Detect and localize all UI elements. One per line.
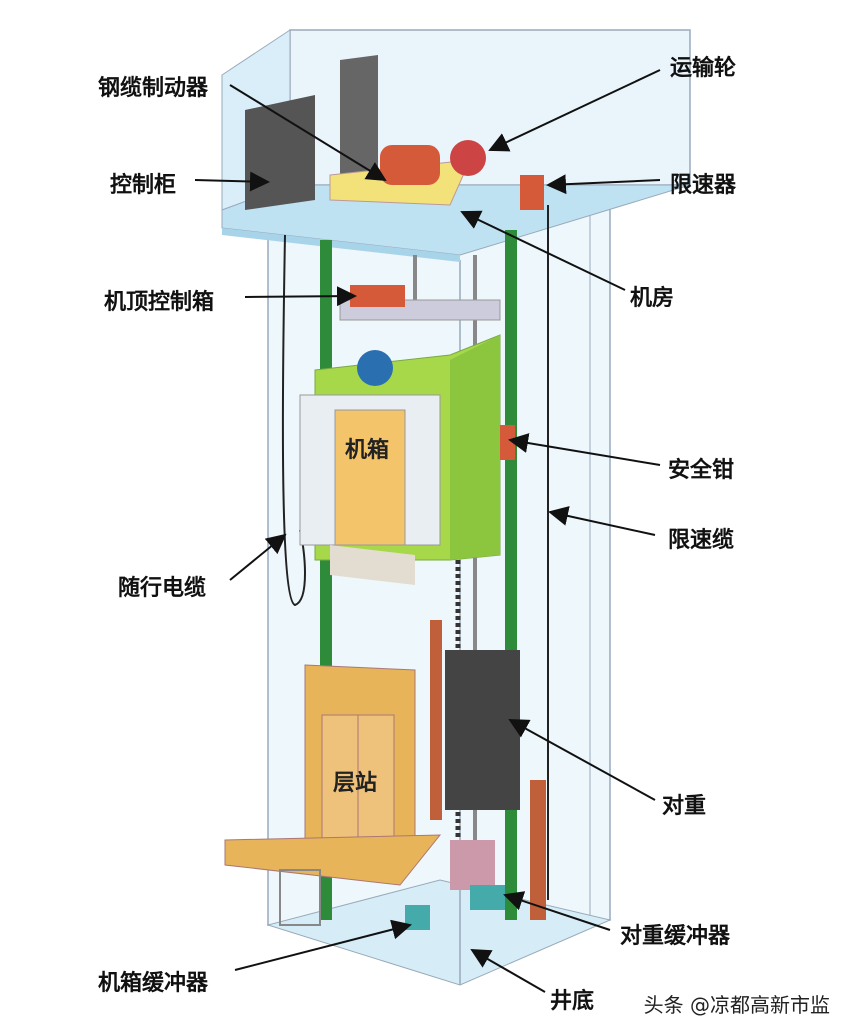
counterweight-buffer [470, 885, 505, 910]
landing-door [224, 664, 442, 926]
safety-gear [500, 425, 515, 460]
car-top-box [350, 285, 405, 307]
control-cabinet [245, 95, 315, 210]
label-car-buffer: 机箱缓冲器 [98, 971, 209, 996]
leader-lines [194, 69, 661, 993]
label-counterweight-buffer: 对重缓冲器 [620, 924, 731, 949]
label-machine-room: 机房 [630, 286, 675, 311]
label-governor-rope: 限速缆 [668, 528, 735, 553]
cabinet-back [340, 55, 378, 178]
label-traction-wheel: 运输轮 [670, 56, 737, 81]
machine-room [221, 29, 691, 262]
traveling-cable-line [281, 234, 306, 607]
label-control-cabinet: 控制柜 [110, 173, 177, 198]
counterweight [430, 560, 546, 920]
car [299, 285, 515, 585]
motor [380, 145, 440, 185]
label-traveling-cable: 随行电缆 [118, 576, 207, 601]
label-car: 机箱 [345, 438, 390, 463]
label-cable-brake: 钢缆制动器 [98, 76, 209, 101]
label-car-top-box: 机顶控制箱 [104, 290, 215, 315]
label-speed-governor: 限速器 [670, 173, 737, 198]
label-pit: 井底 [550, 989, 595, 1014]
rail-right [505, 230, 517, 920]
speed-governor [520, 175, 544, 210]
label-safety-gear: 安全钳 [668, 458, 735, 483]
label-counterweight: 对重 [662, 794, 707, 819]
label-landing: 层站 [333, 771, 378, 796]
traction-wheel [450, 140, 486, 176]
watermark: 头条 @凉都高新市监 [643, 993, 830, 1017]
